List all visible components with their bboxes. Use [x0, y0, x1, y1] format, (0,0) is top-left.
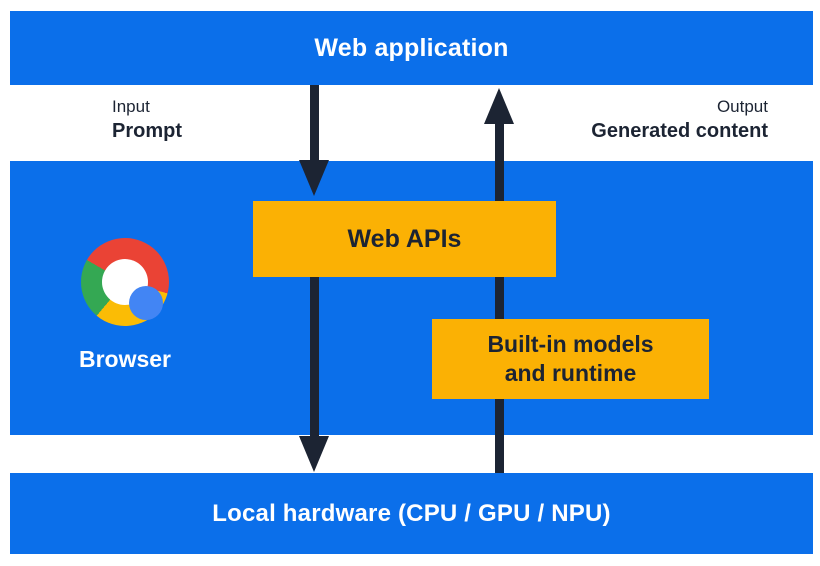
generated-content-label: Generated content: [591, 120, 768, 142]
builtin-models-box: Built-in models and runtime: [432, 319, 709, 399]
chrome-icon: [81, 238, 169, 326]
prompt-arrow-line-upper: [310, 85, 319, 161]
web-application-bar: Web application: [10, 11, 813, 85]
web-apis-label: Web APIs: [347, 224, 462, 253]
input-title: Input: [112, 97, 150, 116]
prompt-arrowhead-lower-icon: [299, 436, 329, 472]
web-application-label: Web application: [314, 33, 509, 62]
prompt-arrowhead-icon: [299, 160, 329, 196]
web-apis-box: Web APIs: [253, 201, 556, 277]
builtin-models-label-line2: and runtime: [504, 360, 637, 386]
chrome-icon-white-ring: [102, 259, 163, 320]
chrome-icon-blue-center: [129, 286, 163, 320]
local-hardware-bar: Local hardware (CPU / GPU / NPU): [10, 473, 813, 554]
local-hardware-label: Local hardware (CPU / GPU / NPU): [212, 499, 611, 527]
prompt-label: Prompt: [112, 120, 182, 142]
output-label-block: Output Generated content: [591, 98, 768, 141]
builtin-models-label-line1: Built-in models: [487, 331, 654, 357]
output-title: Output: [716, 97, 768, 116]
browser-label: Browser: [78, 346, 172, 372]
output-arrowhead-icon: [484, 88, 514, 124]
prompt-arrow-line-lower: [310, 277, 319, 437]
input-label-block: Input Prompt: [112, 98, 182, 141]
output-arrow-line: [495, 124, 504, 473]
